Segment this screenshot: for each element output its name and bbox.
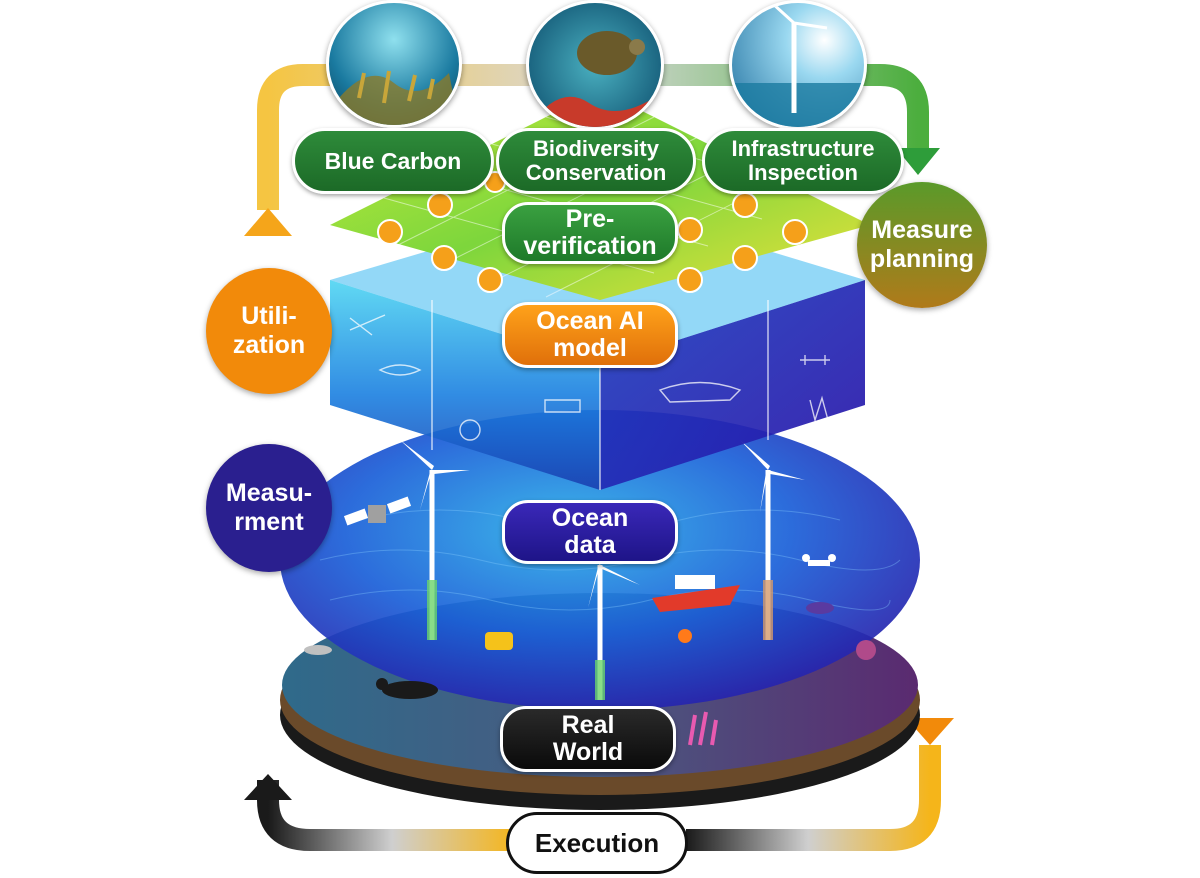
topic-biodiversity-conservation: Biodiversity Conservation	[496, 128, 696, 194]
offshore-wind-turbine-photo-icon	[729, 0, 867, 130]
buoy-icon	[678, 629, 692, 643]
drone-icon	[802, 554, 836, 566]
diver-icon	[376, 678, 438, 699]
execution-step: Execution	[506, 812, 688, 874]
arrowhead-down-green-icon	[896, 148, 940, 175]
arrowhead-up-black-icon	[244, 774, 292, 800]
coral-icon	[856, 640, 876, 660]
satellite-icon	[343, 496, 412, 526]
arrowhead-up-orange-icon	[244, 208, 292, 236]
topic-blue-carbon: Blue Carbon	[292, 128, 494, 194]
seagrass-photo-icon	[326, 0, 462, 128]
ocean-data-label: Ocean data	[502, 500, 678, 564]
coral-icon	[688, 711, 718, 746]
fish-icon	[304, 645, 332, 655]
real-world-label: Real World	[500, 706, 676, 772]
sea-turtle-photo-icon	[526, 0, 664, 130]
measurement-step: Measu- rment	[206, 444, 332, 572]
utilization-step: Utili- zation	[206, 268, 332, 394]
ocean-ai-model-label: Ocean AI model	[502, 302, 678, 368]
fish-icon	[806, 602, 834, 614]
measure-planning-step: Measure planning	[857, 182, 987, 308]
research-vessel-icon	[652, 575, 740, 612]
pre-verification-label: Pre- verification	[502, 202, 678, 264]
topic-infrastructure-inspection: Infrastructure Inspection	[702, 128, 904, 194]
underwater-robot-icon	[485, 632, 513, 650]
grid-sensor-icons	[377, 171, 808, 293]
